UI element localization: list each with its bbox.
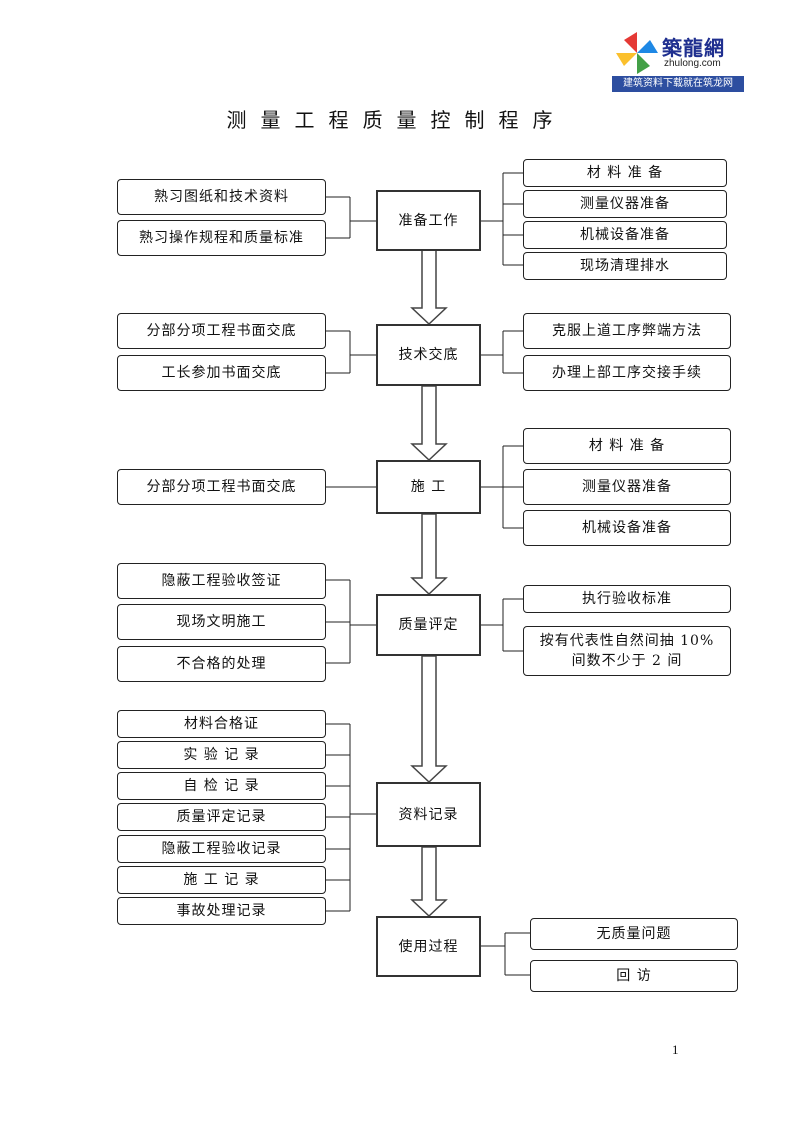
construction-left-item: 分部分项工程书面交底 [117,469,326,505]
prep-right-item: 机械设备准备 [523,221,727,249]
records-left-item: 自 检 记 录 [117,772,326,800]
logo-tagline: 建筑资料下载就在筑龙网 [612,76,744,92]
logo-name: 築龍網 [662,36,725,60]
logo-url: zhulong.com [664,58,721,69]
records-left-item: 隐蔽工程验收记录 [117,835,326,863]
construction-right-item: 测量仪器准备 [523,469,731,505]
quality-right-item: 按有代表性自然间抽 10% 间数不少于 2 间 [523,626,731,676]
briefing-left-item: 工长参加书面交底 [117,355,326,391]
step-usage-process: 使用过程 [376,916,481,977]
page-number: 1 [672,1042,679,1057]
step-prep-work: 准备工作 [376,190,481,251]
records-left-item: 质量评定记录 [117,803,326,831]
briefing-right-item: 办理上部工序交接手续 [523,355,731,391]
step-data-records: 资料记录 [376,782,481,847]
quality-left-item: 现场文明施工 [117,604,326,640]
quality-left-item: 不合格的处理 [117,646,326,682]
prep-left-item: 熟习图纸和技术资料 [117,179,326,215]
records-left-item: 材料合格证 [117,710,326,738]
records-left-item: 施 工 记 录 [117,866,326,894]
zhulong-logo: 築龍網 zhulong.com 建筑资料下载就在筑龙网 [612,28,744,92]
briefing-right-item: 克服上道工序弊端方法 [523,313,731,349]
usage-right-item: 回 访 [530,960,738,992]
records-left-item: 实 验 记 录 [117,741,326,769]
usage-right-item: 无质量问题 [530,918,738,950]
prep-left-item: 熟习操作规程和质量标准 [117,220,326,256]
step-tech-briefing: 技术交底 [376,324,481,386]
construction-right-item: 材 料 准 备 [523,428,731,464]
quality-right-item: 执行验收标准 [523,585,731,613]
page-title: 测量工程质量控制程序 [226,108,567,132]
prep-right-item: 测量仪器准备 [523,190,727,218]
prep-right-item: 现场清理排水 [523,252,727,280]
briefing-left-item: 分部分项工程书面交底 [117,313,326,349]
quality-left-item: 隐蔽工程验收签证 [117,563,326,599]
records-left-item: 事故处理记录 [117,897,326,925]
step-quality-assessment: 质量评定 [376,594,481,656]
pinwheel-logo-icon [616,32,658,74]
construction-right-item: 机械设备准备 [523,510,731,546]
step-construction: 施 工 [376,460,481,514]
prep-right-item: 材 料 准 备 [523,159,727,187]
